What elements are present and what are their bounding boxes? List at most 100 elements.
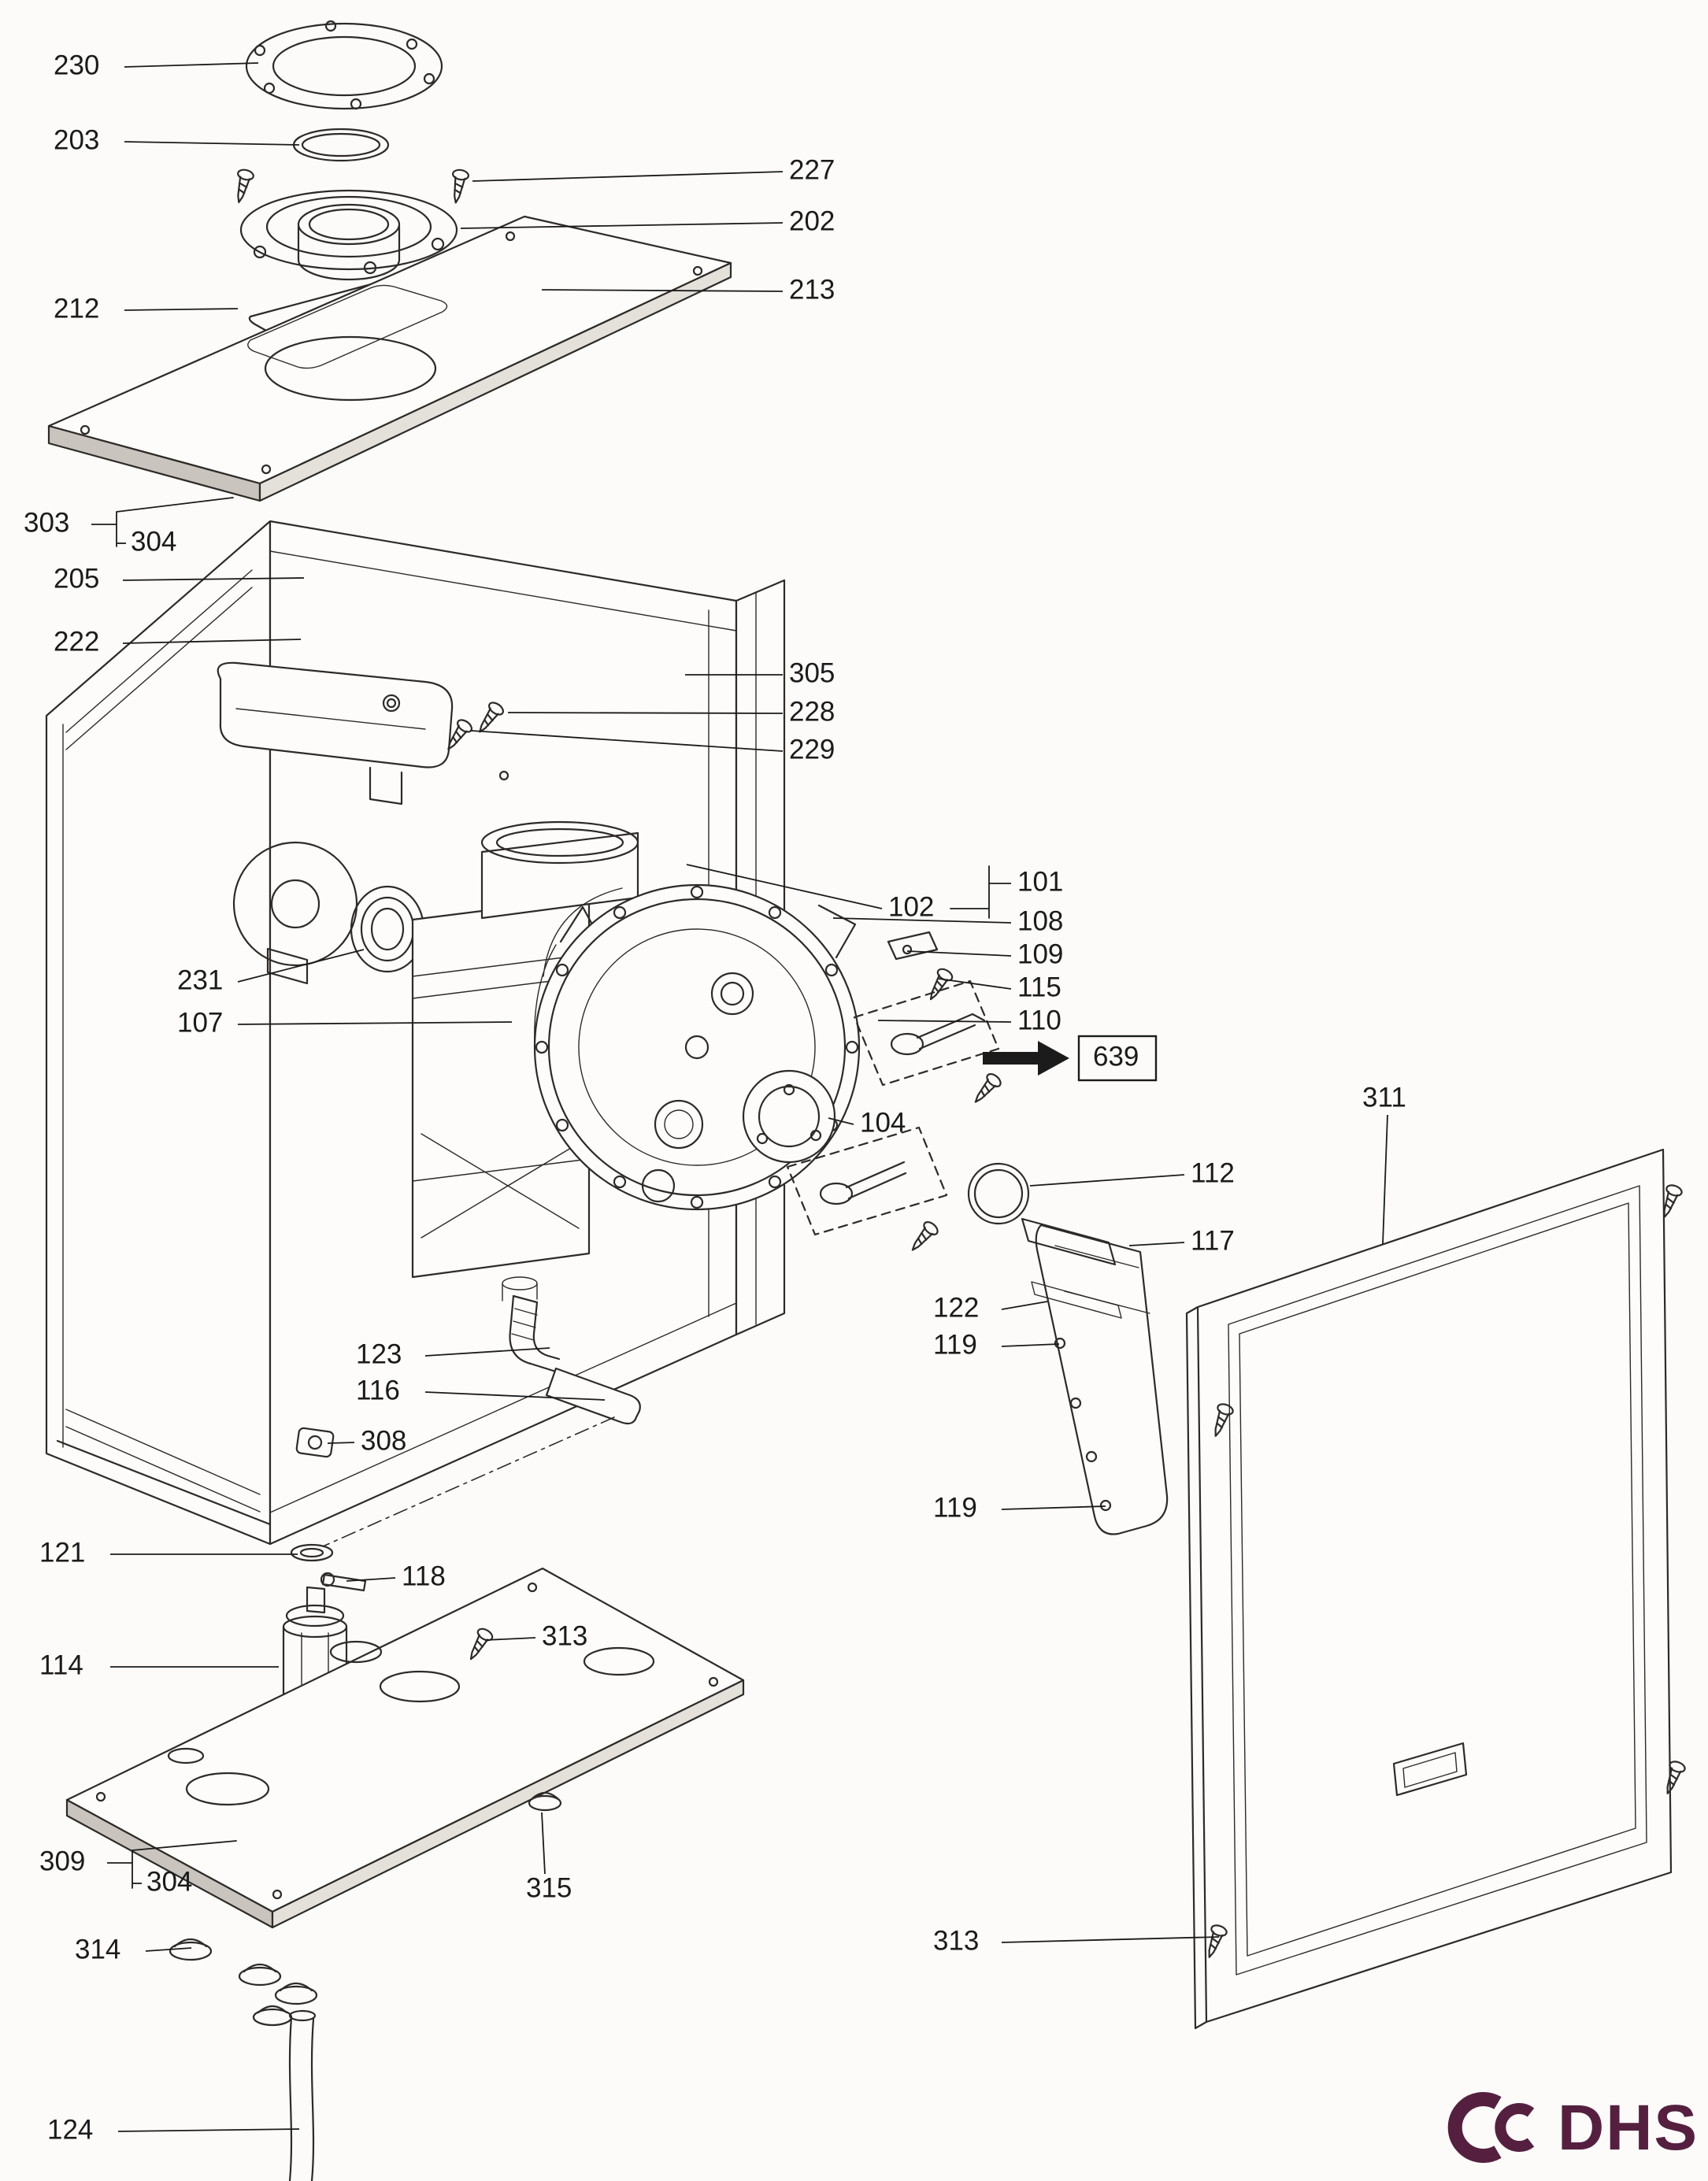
retaining-pin xyxy=(320,1572,367,1592)
arrow-to-639 xyxy=(983,1041,1069,1076)
screw-icon xyxy=(446,168,470,206)
screw-icon xyxy=(923,965,955,1005)
part-label-205: 205 xyxy=(54,563,99,594)
bracket-line xyxy=(132,1840,237,1889)
part-label-213: 213 xyxy=(789,274,835,305)
part-label-116: 116 xyxy=(356,1375,400,1405)
screw-icon xyxy=(230,167,256,206)
leader-line-205 xyxy=(122,577,305,581)
bracket-line xyxy=(950,865,990,919)
leader-line-107 xyxy=(237,1021,513,1025)
leader-line-112 xyxy=(1029,1174,1185,1187)
part-label-123: 123 xyxy=(356,1339,402,1369)
part-label-119: 119 xyxy=(933,1492,977,1523)
grommet xyxy=(290,1543,334,1562)
leader-line-115 xyxy=(938,978,1012,990)
part-label-109: 109 xyxy=(1017,939,1063,969)
part-label-104: 104 xyxy=(860,1107,906,1138)
leader-line-104 xyxy=(828,1117,854,1125)
leader-line-315 xyxy=(541,1812,546,1875)
screw-icon xyxy=(906,1218,941,1257)
part-label-313: 313 xyxy=(542,1620,587,1651)
dhs-logo: DHS xyxy=(1447,2092,1699,2164)
leader-line-122 xyxy=(1001,1301,1048,1310)
logo-text: DHS xyxy=(1558,2092,1699,2164)
callout-box-639 xyxy=(1077,1035,1158,1082)
part-label-124: 124 xyxy=(47,2114,93,2145)
bracket-line xyxy=(116,497,234,547)
leader-line-108 xyxy=(832,917,1012,924)
part-label-305: 305 xyxy=(789,657,835,688)
part-label-314: 314 xyxy=(75,1934,120,1964)
leader-line-311 xyxy=(1382,1114,1388,1245)
part-label-315: 315 xyxy=(526,1872,572,1903)
electrode-a xyxy=(890,1013,986,1056)
leader-line-314 xyxy=(145,1947,192,1952)
part-label-639: 639 xyxy=(1093,1041,1139,1072)
electrode-b xyxy=(819,1161,907,1205)
leader-line-313 xyxy=(484,1637,536,1641)
part-label-231: 231 xyxy=(177,965,223,995)
leader-line-229 xyxy=(470,730,784,752)
leader-line-231 xyxy=(237,949,365,983)
bottom-panel xyxy=(65,1567,745,1929)
leader-line-308 xyxy=(327,1442,355,1444)
electrode-kit-boxes xyxy=(786,979,1000,1236)
part-label-112: 112 xyxy=(1191,1157,1235,1188)
leader-line-202 xyxy=(460,222,784,229)
leader-line-102 xyxy=(686,864,883,909)
part-label-203: 203 xyxy=(54,124,99,155)
leader-line-222 xyxy=(122,639,302,644)
part-label-202: 202 xyxy=(789,206,835,236)
sight-flange xyxy=(742,1069,836,1164)
leader-line-203 xyxy=(124,141,300,146)
part-label-115: 115 xyxy=(1017,972,1061,1002)
part-label-309: 309 xyxy=(39,1846,85,1876)
part-label-228: 228 xyxy=(789,696,835,727)
o-ring xyxy=(967,1162,1030,1225)
leader-line-116 xyxy=(424,1391,606,1401)
part-label-313: 313 xyxy=(933,1925,979,1956)
exploded-diagram-art xyxy=(45,20,1688,2181)
leader-line-109 xyxy=(906,950,1012,957)
part-label-311: 311 xyxy=(1362,1082,1406,1113)
part-label-212: 212 xyxy=(54,293,99,324)
part-label-114: 114 xyxy=(39,1650,83,1680)
logo-arc-outer-icon xyxy=(1447,2092,1502,2163)
part-label-101: 101 xyxy=(1017,866,1063,897)
part-label-304: 304 xyxy=(146,1866,192,1897)
callout-layer: 2302032272022122133033042052223052282291… xyxy=(24,50,1406,2145)
part-label-118: 118 xyxy=(402,1561,446,1591)
assembly-centerline xyxy=(322,1416,615,1547)
drain-hose xyxy=(288,2009,317,2181)
leader-line-213 xyxy=(541,289,784,292)
part-label-107: 107 xyxy=(177,1007,223,1038)
flue-adapter xyxy=(239,189,458,281)
part-label-121: 121 xyxy=(39,1537,85,1568)
leader-line-227 xyxy=(472,171,784,182)
flue-gasket-ring xyxy=(292,128,390,162)
part-label-108: 108 xyxy=(1017,905,1063,936)
screw-icon xyxy=(969,1070,1004,1109)
condensate-trap xyxy=(509,1294,641,1425)
leader-line-230 xyxy=(124,62,259,68)
part-label-308: 308 xyxy=(361,1425,406,1456)
part-label-117: 117 xyxy=(1191,1225,1235,1256)
leader-line-212 xyxy=(124,308,239,311)
part-label-304: 304 xyxy=(131,526,176,557)
part-label-227: 227 xyxy=(789,154,835,185)
leader-line-123 xyxy=(424,1347,550,1357)
part-label-229: 229 xyxy=(789,734,835,765)
part-label-222: 222 xyxy=(54,626,99,657)
small-bracket xyxy=(887,931,939,961)
part-label-122: 122 xyxy=(933,1292,979,1323)
front-panel xyxy=(1185,1148,1673,2030)
logo-arc-inner-icon xyxy=(1495,2103,1535,2152)
part-label-110: 110 xyxy=(1017,1005,1061,1035)
part-label-303: 303 xyxy=(24,507,69,538)
part-label-119: 119 xyxy=(933,1329,977,1360)
flue-collar-ring xyxy=(245,20,443,110)
leader-line-117 xyxy=(1128,1242,1185,1246)
